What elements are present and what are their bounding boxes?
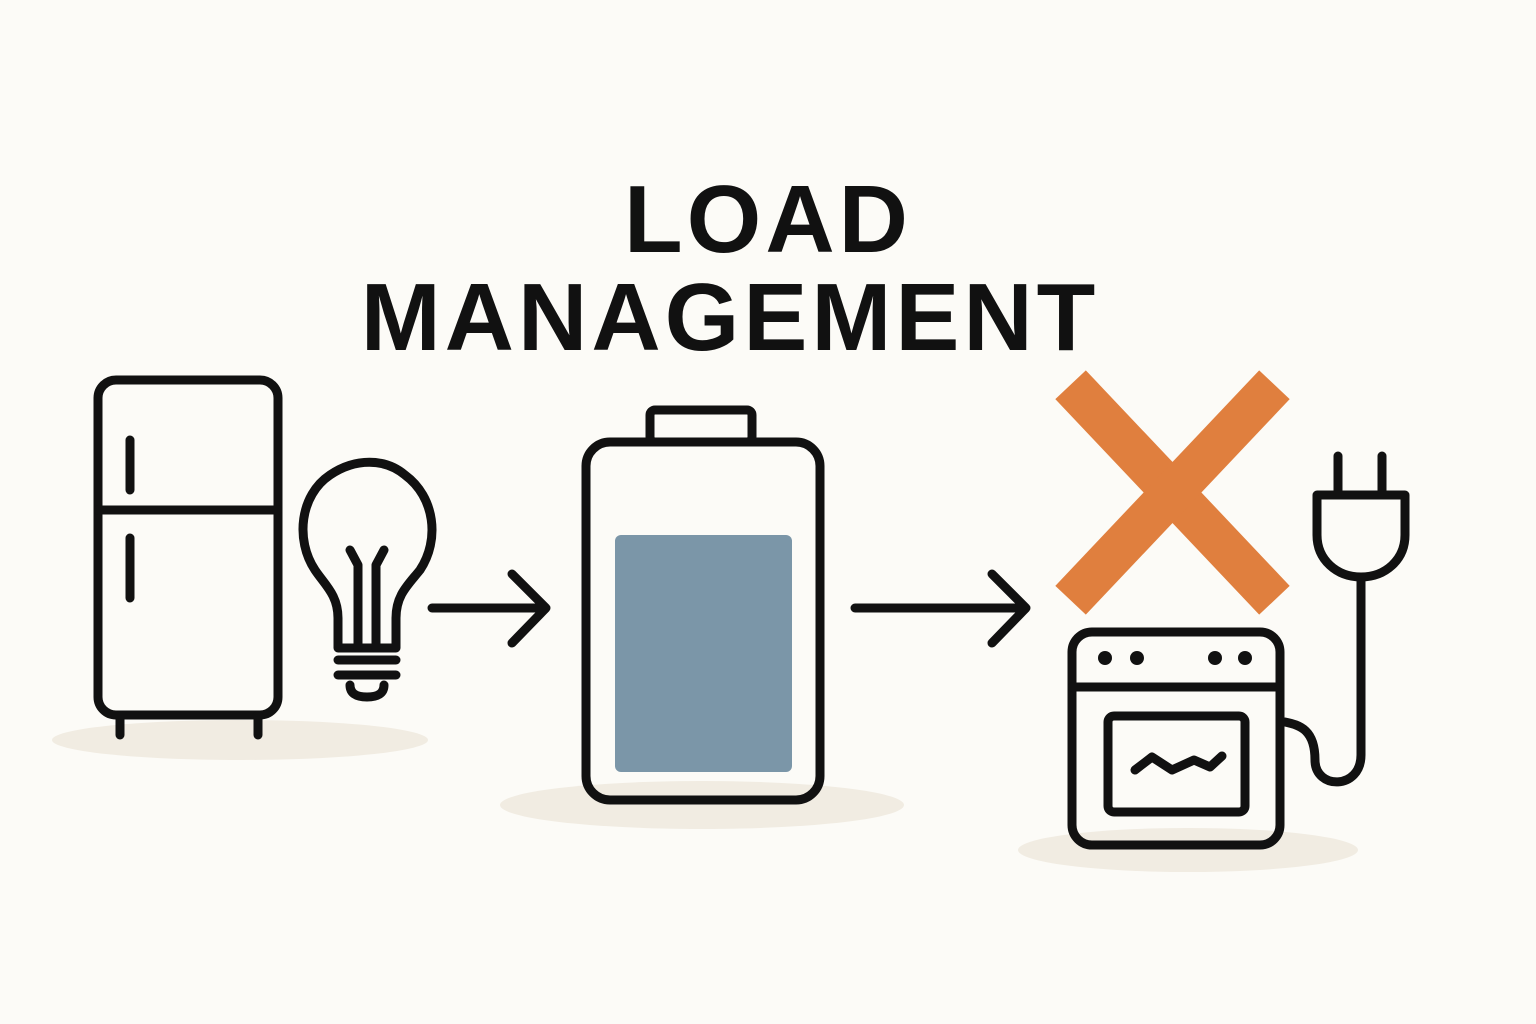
oven-shadow xyxy=(1018,828,1358,872)
battery-icon xyxy=(581,405,825,805)
battery-charge-fill xyxy=(615,535,792,772)
title-line-2: MANAGEMENT xyxy=(360,264,1100,371)
plug-icon xyxy=(1280,451,1410,787)
oven-icon xyxy=(1067,627,1285,850)
light-bulb-icon xyxy=(298,457,437,702)
battery-shadow xyxy=(500,781,904,829)
title-line-1: LOAD xyxy=(624,166,912,273)
arrow-right-icon xyxy=(427,569,551,648)
fridge-shadow xyxy=(52,720,428,760)
arrow-right-icon xyxy=(850,569,1031,648)
cross-icon xyxy=(1055,370,1290,615)
refrigerator-icon xyxy=(93,375,283,740)
